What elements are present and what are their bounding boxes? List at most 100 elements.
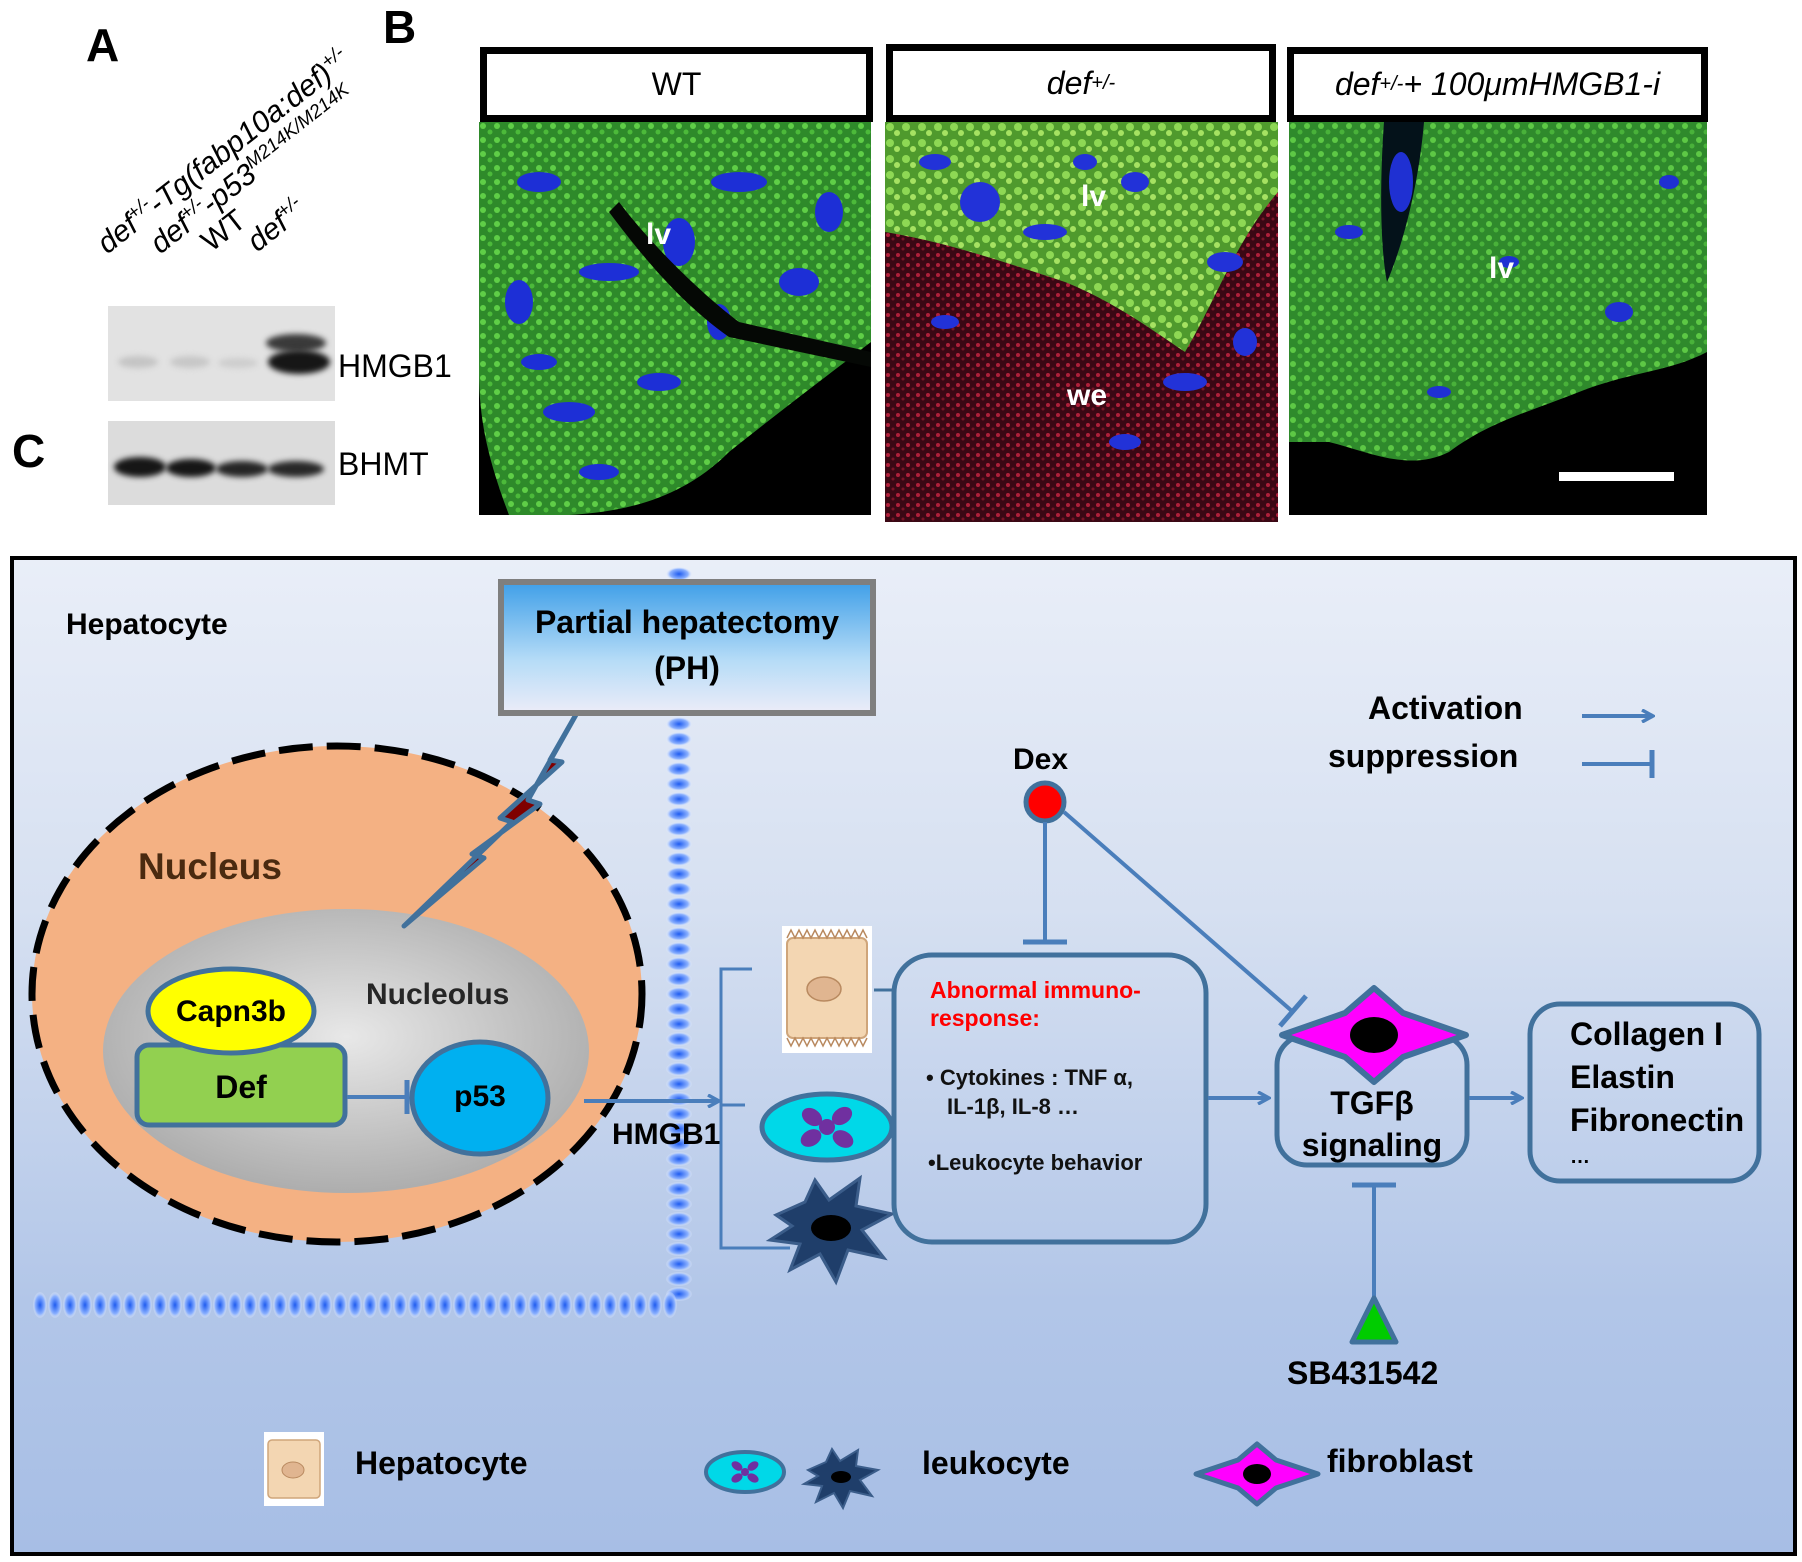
tgf-label-line1: TGFβ	[1330, 1085, 1414, 1121]
membrane-bead	[138, 1292, 152, 1318]
membrane-bead	[243, 1292, 257, 1318]
p53-circle	[409, 1039, 551, 1157]
membrane-bead	[108, 1292, 122, 1318]
legend-hepatocyte-label: Hepatocyte	[355, 1445, 528, 1481]
membrane-bead	[666, 972, 692, 986]
membrane-bead	[513, 1292, 527, 1318]
scale-bar	[1559, 472, 1674, 481]
membrane-bead	[33, 1292, 47, 1318]
membrane-bead	[666, 1062, 692, 1076]
hmgb1-label: HMGB1	[612, 1118, 721, 1151]
membrane-bead	[408, 1292, 422, 1318]
membrane-bead	[666, 882, 692, 896]
fibroblast-nucleus-icon	[1350, 1017, 1398, 1053]
membrane-bead	[603, 1292, 617, 1318]
membrane-bead	[393, 1292, 407, 1318]
panel-b-letter: B	[383, 1, 417, 53]
legend-activation-label: Activation	[1368, 690, 1523, 726]
bhmt-blot	[108, 421, 335, 505]
membrane-bead	[168, 1292, 182, 1318]
membrane-bead	[663, 1292, 677, 1318]
membrane-bead	[666, 1152, 692, 1166]
micro-tile-def: lv we	[885, 122, 1278, 522]
hmgb1-band-lower	[268, 350, 330, 374]
bhmt-band-3	[216, 461, 268, 477]
membrane-bead	[666, 747, 692, 761]
membrane-bead	[588, 1292, 602, 1318]
immune-title-line1: Abnormal immuno-	[930, 977, 1141, 1003]
ph-box-line2: (PH)	[654, 650, 720, 686]
micro-label-we-def: we	[1067, 379, 1108, 412]
membrane-bead	[78, 1292, 92, 1318]
membrane-bead	[423, 1292, 437, 1318]
immune-response-box	[891, 952, 1209, 1245]
leukocyte-star-icon	[765, 1174, 897, 1286]
bhmt-band-2	[166, 459, 216, 477]
membrane-bead	[666, 1257, 692, 1271]
immune-title-line2: response:	[930, 1005, 1040, 1031]
membrane-bead	[63, 1292, 77, 1318]
tile-header-def: def+/-	[886, 44, 1276, 122]
membrane-bead	[666, 1227, 692, 1241]
membrane-bead	[666, 822, 692, 836]
legend-fibroblast-label: fibroblast	[1327, 1443, 1473, 1479]
membrane-bead	[453, 1292, 467, 1318]
membrane-bead	[666, 942, 692, 956]
membrane-bead	[303, 1292, 317, 1318]
membrane-bead	[666, 792, 692, 806]
micro-label-lv-hmgb1i: lv	[1489, 252, 1515, 285]
membrane-bead	[666, 777, 692, 791]
micro-tile-wt-image	[479, 122, 871, 515]
membrane-bead	[183, 1292, 197, 1318]
membrane-bead	[378, 1292, 392, 1318]
membrane-bead	[666, 927, 692, 941]
immune-bullet-leukocyte: •Leukocyte behavior	[928, 1150, 1143, 1175]
ph-box-line1: Partial hepatectomy	[534, 604, 840, 640]
membrane-bead	[273, 1292, 287, 1318]
tile-header-wt: WT	[480, 47, 873, 122]
panel-c-letter: C	[12, 425, 46, 477]
ecm-item-collagen: Collagen I	[1570, 1016, 1723, 1052]
ecm-item-fibronectin: Fibronectin	[1570, 1102, 1745, 1138]
membrane-bead	[666, 807, 692, 821]
membrane-bead	[666, 762, 692, 776]
legend-suppression-label: suppression	[1328, 738, 1519, 774]
membrane-bead	[666, 1212, 692, 1226]
membrane-bead	[666, 957, 692, 971]
membrane-bead	[573, 1292, 587, 1318]
hmgb1-faint-band-1	[118, 356, 158, 368]
lightning-bolt-icon	[401, 701, 585, 929]
membrane-bead	[666, 567, 692, 581]
membrane-bead	[258, 1292, 272, 1318]
nucleus-label: Nucleus	[138, 846, 282, 887]
ecm-box	[1527, 1001, 1762, 1184]
tile-header-def-hmgb1i: def+/- + 100μmHMGB1-i	[1287, 47, 1708, 122]
sb431542-triangle-icon	[1349, 1295, 1399, 1345]
membrane-bead	[666, 1137, 692, 1151]
capn3b-label: Capn3b	[175, 995, 286, 1028]
membrane-bead	[666, 1017, 692, 1031]
hmgb1-faint-band-3	[218, 358, 258, 368]
membrane-bead	[528, 1292, 542, 1318]
membrane-bead	[123, 1292, 137, 1318]
membrane-bead	[666, 897, 692, 911]
legend-leukocyte-star-icon	[800, 1446, 881, 1511]
bhmt-blot-label: BHMT	[338, 446, 429, 482]
dex-label: Dex	[1013, 743, 1069, 776]
membrane-bead	[666, 837, 692, 851]
membrane-beads-horizontal	[33, 1292, 677, 1318]
membrane-bead	[228, 1292, 242, 1318]
ecm-item-ellipsis: …	[1570, 1146, 1590, 1168]
micro-tile-def-hmgb1i: lv	[1289, 122, 1707, 515]
micro-tile-def-hmgb1i-image	[1289, 122, 1707, 515]
membrane-bead	[666, 717, 692, 731]
bhmt-band-1	[114, 457, 166, 477]
membrane-bead	[666, 987, 692, 1001]
micro-label-lv-wt: lv	[646, 218, 672, 251]
immune-bullet-cytokines-line1: • Cytokines : TNF α,	[926, 1065, 1134, 1090]
hmgb1-band-upper	[266, 334, 326, 352]
membrane-bead	[618, 1292, 632, 1318]
membrane-bead	[288, 1292, 302, 1318]
membrane-bead	[483, 1292, 497, 1318]
